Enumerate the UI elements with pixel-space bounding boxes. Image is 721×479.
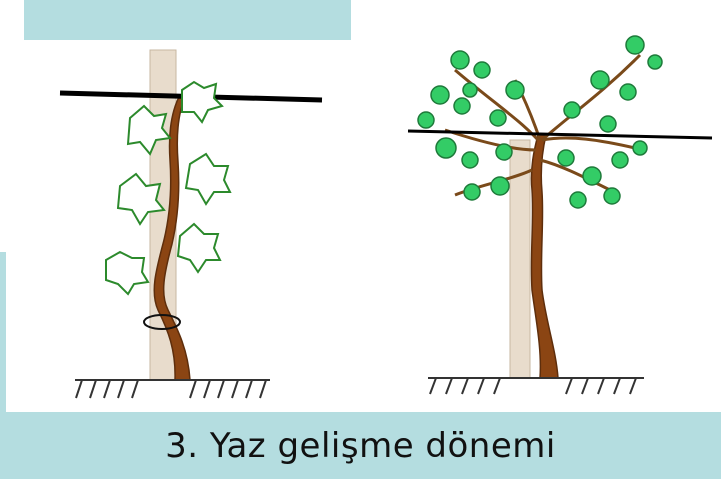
left-vine-figure <box>59 49 323 399</box>
grape-leaf-icon <box>473 61 491 79</box>
grape-leaf-icon <box>619 83 637 101</box>
grape-leaf-icon <box>181 80 224 124</box>
grape-leaf-icon <box>625 35 645 55</box>
tie-loop-icon <box>143 314 181 330</box>
grape-leaf-icon <box>461 151 479 169</box>
slide-left-accent-strip <box>0 252 6 422</box>
grape-leaf-icon <box>430 85 450 105</box>
right-vine-figure <box>407 35 713 395</box>
grape-leaf-icon <box>563 101 581 119</box>
grape-leaf-icon <box>435 137 457 159</box>
left-ground-line <box>75 379 270 399</box>
right-trellis-wire <box>407 129 713 140</box>
right-leaves <box>417 35 663 209</box>
grape-leaf-icon <box>582 166 602 186</box>
left-leaves <box>105 80 232 296</box>
right-ground-line <box>428 377 644 395</box>
caption-bar <box>0 412 721 479</box>
grape-leaf-icon <box>611 151 629 169</box>
grape-leaf-icon <box>490 176 510 196</box>
grape-leaf-icon <box>489 109 507 127</box>
grape-leaf-icon <box>450 50 470 70</box>
grape-leaf-icon <box>505 80 525 100</box>
grape-leaf-icon <box>105 250 150 296</box>
right-trunk-icon <box>530 134 559 379</box>
grape-leaf-icon <box>453 97 471 115</box>
slide-top-accent-bar <box>24 0 351 40</box>
grape-leaf-icon <box>176 222 222 274</box>
vine-illustration <box>59 35 713 399</box>
grape-leaf-icon <box>647 54 663 70</box>
grape-leaf-icon <box>557 149 575 167</box>
grape-leaf-icon <box>463 183 481 201</box>
grape-leaf-icon <box>126 104 172 156</box>
grape-leaf-icon <box>632 140 648 156</box>
grape-leaf-icon <box>603 187 621 205</box>
grape-leaf-icon <box>116 172 166 226</box>
grape-leaf-icon <box>569 191 587 209</box>
grape-leaf-icon <box>599 115 617 133</box>
grape-leaf-icon <box>495 143 513 161</box>
grape-leaf-icon <box>462 82 478 98</box>
grape-leaf-icon <box>417 111 435 129</box>
grape-leaf-icon <box>590 70 610 90</box>
grape-leaf-icon <box>184 152 232 206</box>
slide-caption: 3. Yaz gelişme dönemi <box>165 425 556 466</box>
